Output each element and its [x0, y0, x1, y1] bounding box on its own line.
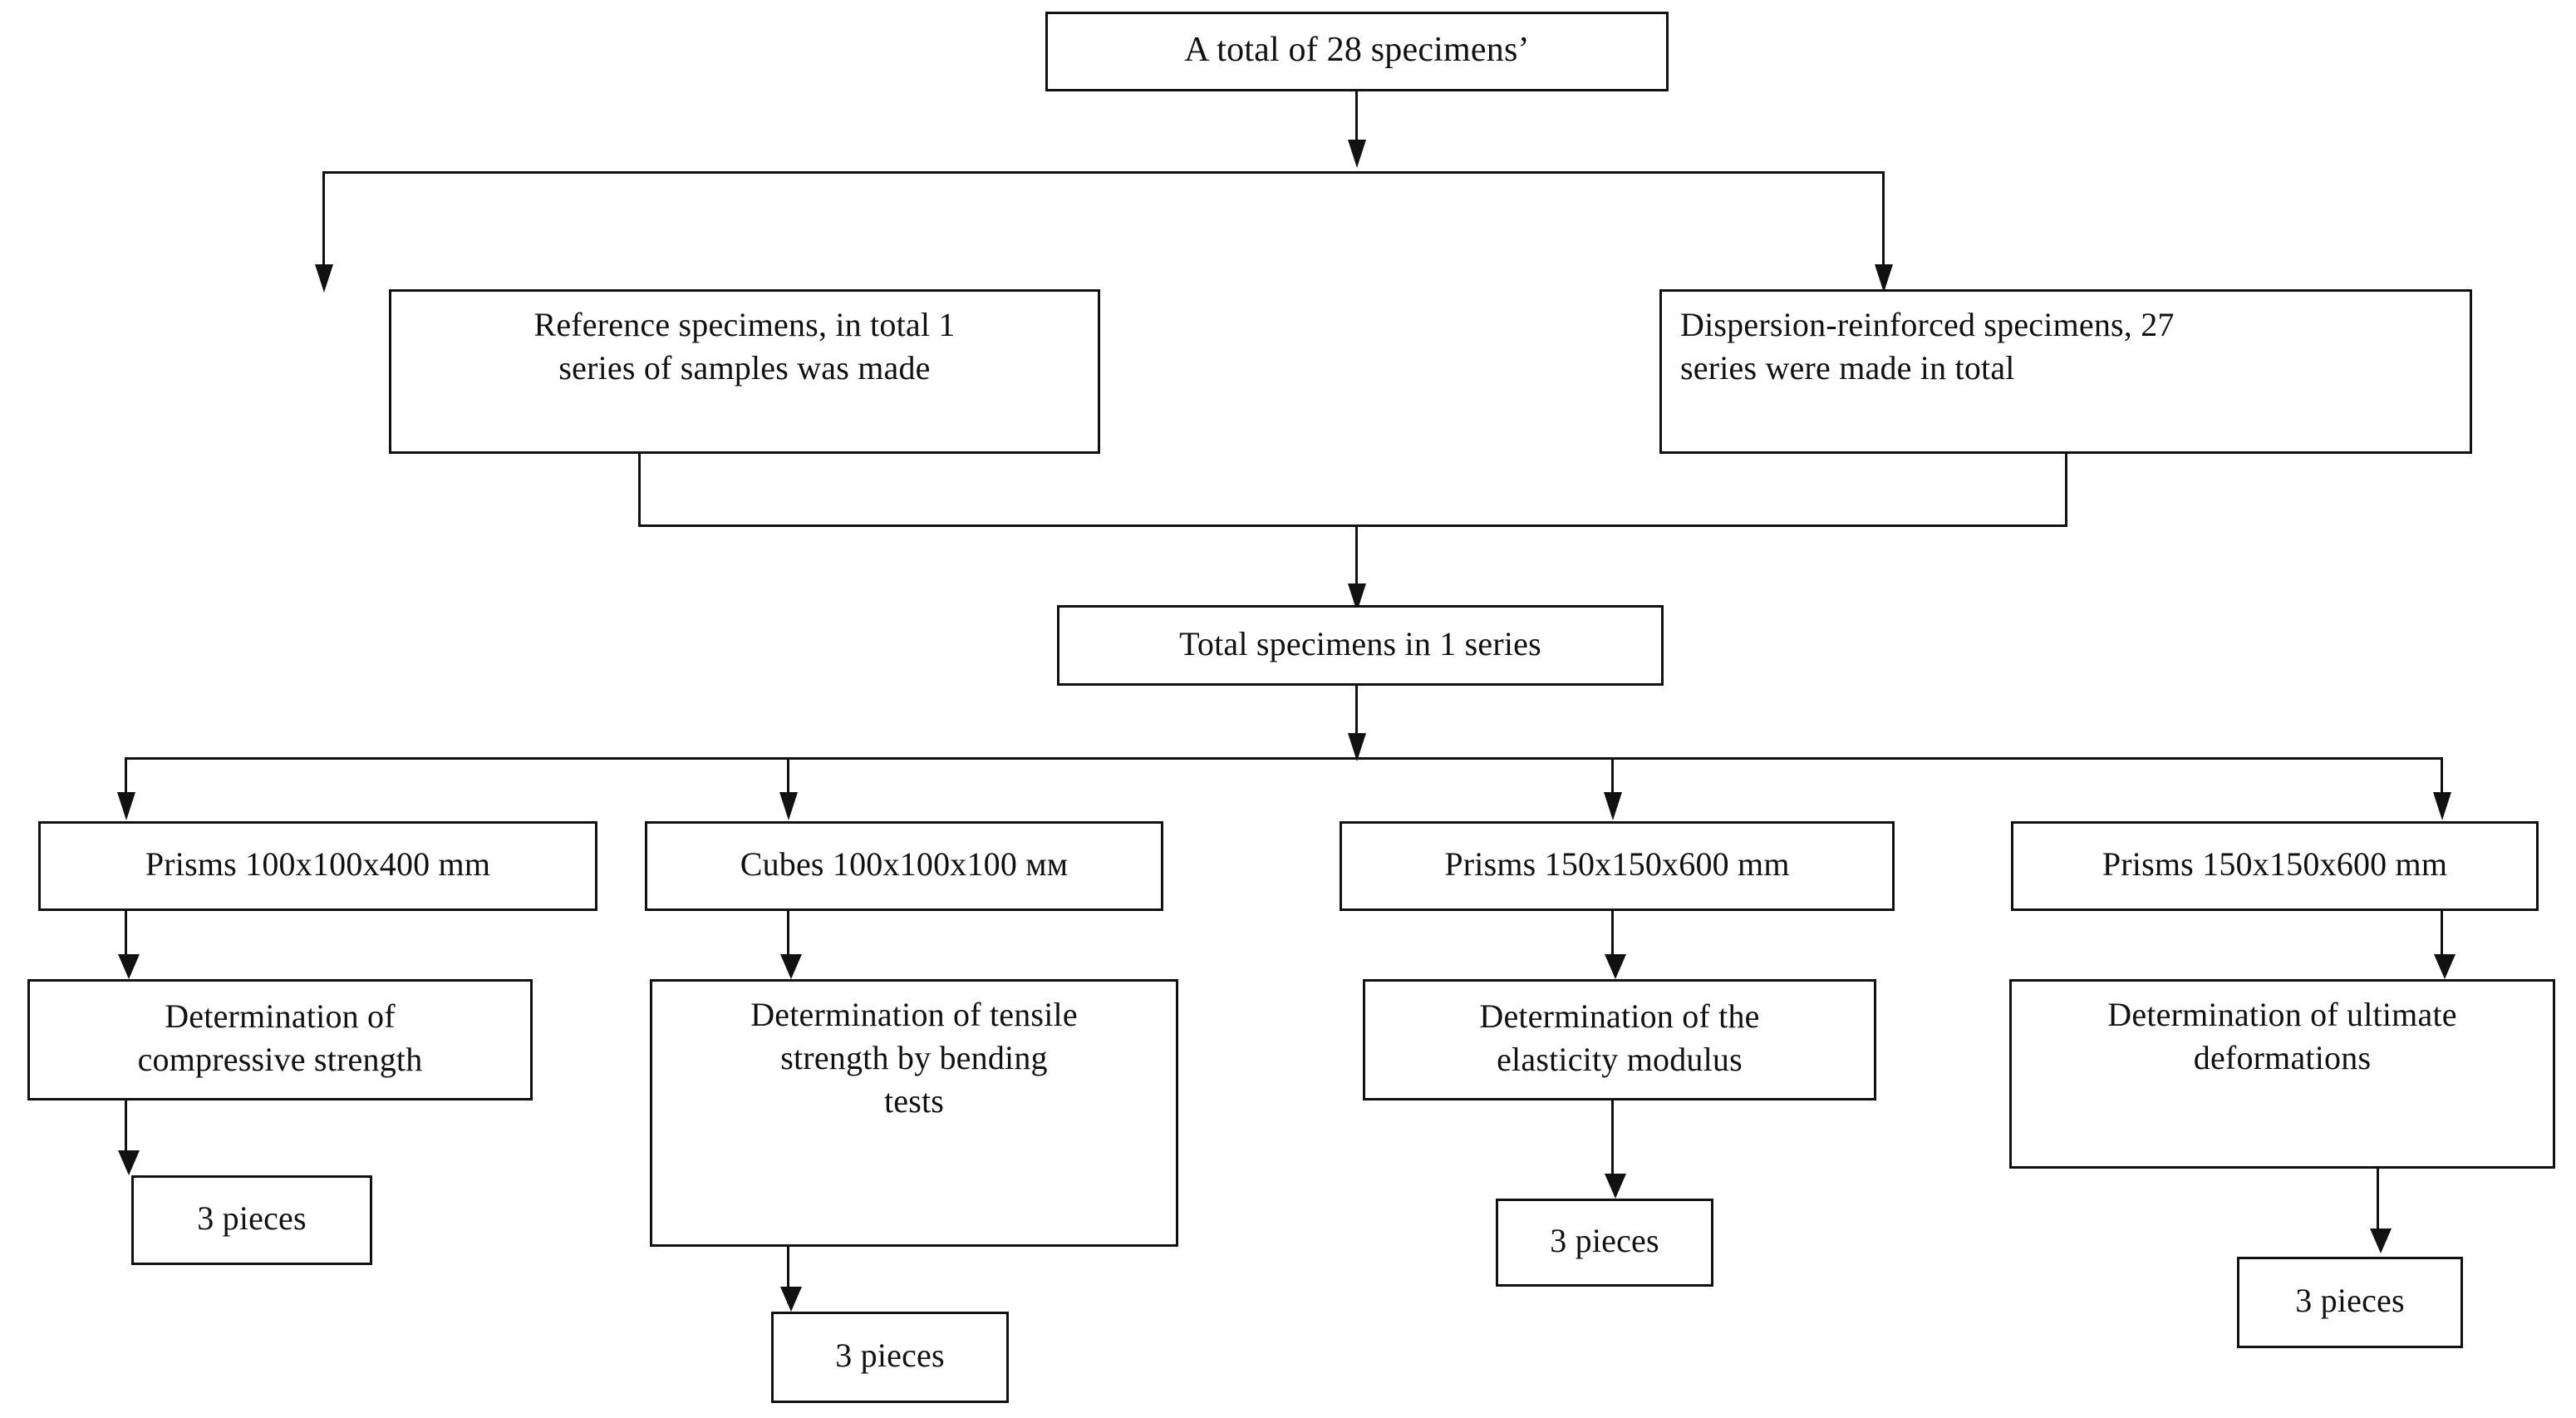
- node-total-specimens-title: A total of 28 specimens’: [1045, 12, 1669, 91]
- arrowhead-bus-to-reference: [315, 264, 333, 293]
- bus-fanout-four-columns: [125, 757, 2443, 760]
- node-dispersion-reinforced-specimens: Dispersion-reinforced specimens, 27 seri…: [1659, 289, 2472, 454]
- arrowhead-col4-test-to-count: [2370, 1228, 2392, 1253]
- node-count-col-1: 3 pieces: [131, 1175, 372, 1265]
- arrowhead-fanbus-col2: [779, 792, 798, 820]
- node-test-col-1: Determination of compressive strength: [27, 979, 533, 1100]
- bus-row2-merge: [638, 524, 2067, 527]
- arrowhead-merge-to-total: [1348, 583, 1366, 612]
- connector-col4-specimen-to-test: [2441, 911, 2443, 961]
- connector-bus-to-reference: [322, 171, 325, 273]
- arrowhead-col3-specimen-to-test: [1605, 954, 1626, 979]
- node-count-col-3: 3 pieces: [1496, 1199, 1713, 1287]
- connector-col2-specimen-to-test: [787, 911, 789, 961]
- connector-col4-test-to-count: [2377, 1169, 2379, 1243]
- arrowhead-col4-specimen-to-test: [2434, 954, 2456, 979]
- node-count-col-4: 3 pieces: [2237, 1257, 2463, 1348]
- connector-total-to-fanbus: [1355, 686, 1358, 742]
- connector-col1-test-to-count: [125, 1100, 127, 1157]
- node-specimen-col-1: Prisms 100x100x400 mm: [38, 821, 597, 911]
- connector-bus-to-dispersion: [1882, 171, 1885, 273]
- connector-fanbus-col3: [1611, 757, 1614, 799]
- connector-merge-to-total: [1355, 527, 1358, 593]
- arrowhead-fanbus-col4: [2433, 792, 2451, 820]
- arrowhead-col2-test-to-count: [780, 1287, 802, 1312]
- arrowhead-col2-specimen-to-test: [780, 954, 802, 979]
- connector-fanbus-col4: [2441, 757, 2443, 799]
- node-total-specimens-in-series: Total specimens in 1 series: [1057, 605, 1664, 686]
- arrowhead-total-to-fanbus: [1348, 733, 1366, 761]
- connector-fanbus-col2: [787, 757, 789, 799]
- node-test-col-2: Determination of tensile strength by ben…: [650, 979, 1178, 1247]
- arrowhead-bus-to-dispersion: [1875, 264, 1893, 293]
- arrowhead-col3-test-to-count: [1605, 1174, 1626, 1199]
- arrowhead-fanbus-col1: [117, 792, 135, 820]
- node-reference-specimens: Reference specimens, in total 1 series o…: [389, 289, 1100, 454]
- node-test-col-4: Determination of ultimate deformations: [2009, 979, 2555, 1169]
- connector-col1-specimen-to-test: [125, 911, 127, 961]
- connector-col3-specimen-to-test: [1611, 911, 1614, 961]
- connector-title-to-bus: [1355, 91, 1358, 148]
- node-count-col-2: 3 pieces: [771, 1312, 1009, 1403]
- arrowhead-col1-specimen-to-test: [118, 954, 140, 979]
- bus-row1-to-row2: [322, 171, 1885, 174]
- arrowhead-col1-test-to-count: [118, 1150, 140, 1175]
- node-specimen-col-4: Prisms 150x150x600 mm: [2011, 821, 2539, 911]
- connector-reference-down: [638, 454, 641, 527]
- connector-fanbus-col1: [125, 757, 127, 799]
- connector-col2-test-to-count: [787, 1247, 789, 1303]
- node-specimen-col-3: Prisms 150x150x600 mm: [1340, 821, 1895, 911]
- node-specimen-col-2: Cubes 100x100x100 мм: [645, 821, 1163, 911]
- connector-col3-test-to-count: [1611, 1100, 1614, 1180]
- arrowhead-title-to-bus: [1348, 140, 1366, 168]
- arrowhead-fanbus-col3: [1604, 792, 1622, 820]
- node-test-col-3: Determination of the elasticity modulus: [1363, 979, 1876, 1100]
- connector-dispersion-down: [2065, 454, 2067, 527]
